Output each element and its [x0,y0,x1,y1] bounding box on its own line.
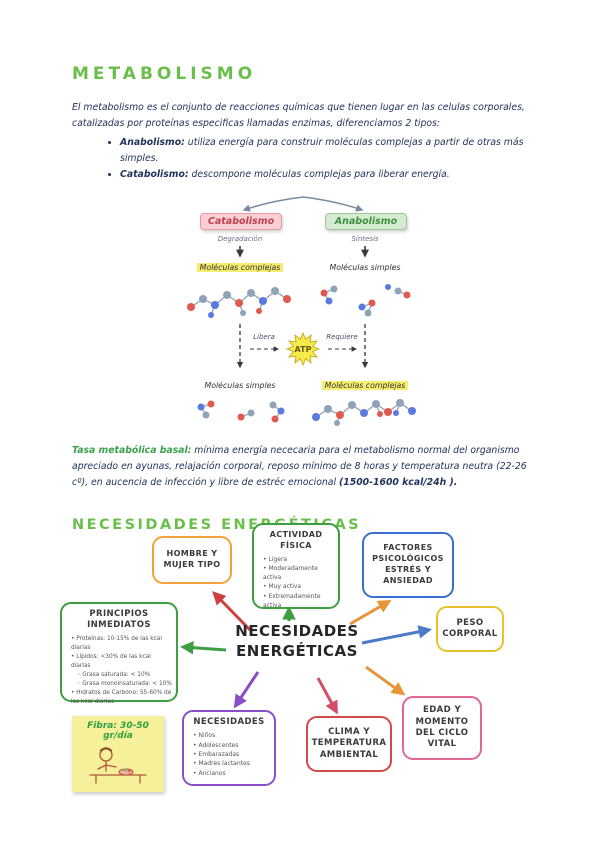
requiere-label: Requiere [326,333,358,341]
term-anabolismo: Anabolismo: [120,136,185,148]
list-item: Niños [193,731,270,740]
molecule-complex-icon [312,399,416,427]
catabolismo-header: Catabolismo [200,213,282,231]
center-line2: ENERGÉTICAS [236,641,358,660]
list-item: Ancianos [193,769,270,778]
list-item: Hidratos de Carbono: 55-60% de las kcal … [71,689,172,707]
list-item: Muy activa [263,582,334,591]
metabolism-types-list: Anabolismo: utiliza energía para constru… [72,135,534,184]
basal-paragraph: Tasa metabólica basal: mínima energía ne… [72,443,534,490]
down-arrows-icon [236,246,369,258]
anabolismo-text: utiliza energía para construir moléculas… [120,136,524,164]
list-item: Anabolismo: utiliza energía para constru… [120,135,534,168]
arrow-to-clima [316,677,338,715]
molecule-simple-icon [320,284,411,317]
list-item: Madres lactantes [193,759,270,768]
arrow-to-factores [349,599,392,626]
node-actividad-fisica: ACTIVIDAD FÍSICA Ligera Moderadamente ac… [252,523,340,609]
list-item: Proteínas: 10-15% de las kcal diarias [71,635,172,653]
page-content: METABOLISMO El metabolismo es el conjunt… [72,64,534,533]
list-item: Catabolismo: descompone moléculas comple… [120,167,534,183]
list-item: Lípidos: <30% de las kcal diarias [71,653,172,671]
metabolism-diagram: Catabolismo Anabolismo Degradación Sínte… [178,195,428,427]
node-hombre-mujer-tipo: HOMBRE Y MUJER TIPO [152,536,232,584]
list-item: Grasa monoinsaturada: < 10% [77,680,172,689]
arrow-to-necesidades [233,671,260,709]
fibra-doodle-icon [89,747,147,784]
arrow-to-edad [365,665,406,696]
basal-term: Tasa metabólica basal: [72,445,192,457]
node-edad-ciclo-vital: EDAD Y MOMENTO DEL CICLO VITAL [402,696,482,760]
node-necesidades: NECESIDADES Niños Adolescentes Embarazad… [182,710,276,786]
node-clima-temperatura: CLIMA Y TEMPERATURA AMBIENTAL [306,716,392,772]
page-title: METABOLISMO [72,64,257,84]
basal-text: mínima energía nececaria para el metabol… [72,445,527,488]
list-item: Grasa saturada: < 10% [77,671,172,680]
basal-kcal: (1500-1600 kcal/24h ). [339,476,458,488]
molecule-simple-icon [197,400,285,423]
sintesis-label: Síntesis [351,235,379,244]
term-catabolismo: Catabolismo: [120,169,189,181]
split-arrows-icon [242,196,364,212]
moleculas-complejas-bottom-label: Moléculas complejas [310,381,420,391]
molecule-complex-icon [187,287,291,319]
intro-paragraph: El metabolismo es el conjunto de reaccio… [72,102,525,129]
actividad-list: Ligera Moderadamente activa Muy activa E… [258,555,334,611]
list-item: Moderadamente activa [263,564,334,583]
list-item: Embarazadas [193,750,270,759]
fibra-sticky-note: Fibra: 30-50 gr/día [72,716,164,792]
degradacion-label: Degradación [217,235,263,244]
list-item: Extremadamente activa [263,592,334,611]
moleculas-simples-label: Moléculas simples [329,263,401,273]
moleculas-complejas-label: Moléculas complejas [185,263,295,273]
libera-label: Libera [253,333,275,341]
necesidades-list: Niños Adolescentes Embarazadas Madres la… [188,731,270,777]
catabolismo-text: descompone moléculas complejas para libe… [188,169,450,181]
atp-exchange-icon: Libera Requiere ATP [236,324,369,369]
list-item: Adolescentes [193,741,270,750]
center-line1: NECESIDADES [235,622,359,640]
node-principios-inmediatos: PRINCIPIOS INMEDIATOS Proteínas: 10-15% … [60,602,178,705]
node-peso-corporal: PESO CORPORAL [436,606,504,652]
anabolismo-header: Anabolismo [325,213,407,231]
moleculas-simples-bottom-label: Moléculas simples [204,381,276,391]
principios-list: Proteínas: 10-15% de las kcal diarias Lí… [66,635,172,707]
arrow-to-principios [179,640,227,655]
node-factores-psicologicos: FACTORES PSICOLÓGICOS ESTRÉS Y ANSIEDAD [362,532,454,598]
mind-map: NECESIDADES ENERGÉTICAS HOMBRE Y MUJER T… [0,520,600,848]
atp-star-icon: ATP [285,332,321,367]
list-item: Ligera [263,555,334,564]
atp-label: ATP [295,345,312,354]
map-center-title: NECESIDADES ENERGÉTICAS [222,622,372,661]
